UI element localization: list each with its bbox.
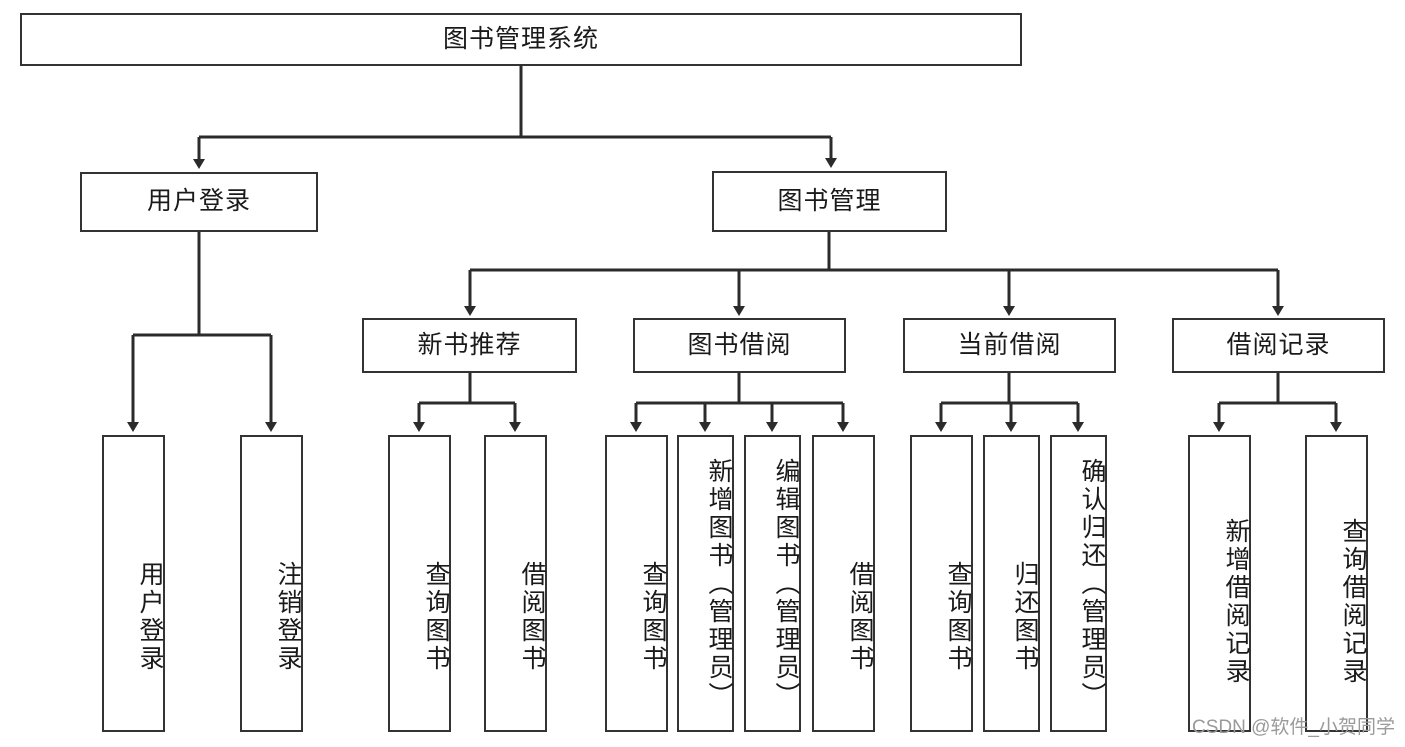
leaf-user-login-label: 用户登录 [136,560,164,673]
node-user-login-label: 用户登录 [146,187,251,216]
leaf-edit-book-admin-label: 编辑图书（管理员） [772,457,800,710]
leaf-borrow-book-recommend-label: 借阅图书 [518,560,546,673]
node-user-login[interactable]: 用户登录 [80,172,318,232]
node-book-borrow[interactable]: 图书借阅 [633,318,846,373]
leaf-add-book-admin-label: 新增图书（管理员） [705,457,733,710]
leaf-query-borrow-record[interactable]: 查询借阅记录 [1305,435,1368,732]
leaf-logout-label: 注销登录 [274,560,302,673]
node-root[interactable]: 图书管理系统 [20,13,1022,66]
leaf-add-borrow-record[interactable]: 新增借阅记录 [1188,435,1251,732]
leaf-confirm-return-admin-label: 确认归还（管理员） [1078,457,1106,710]
node-new-book-recommend-label: 新书推荐 [417,330,522,359]
leaf-user-login[interactable]: 用户登录 [102,435,165,732]
node-book-management-label: 图书管理 [777,186,882,215]
leaf-edit-book-admin[interactable]: 编辑图书（管理员） [744,435,801,732]
node-borrow-record-label: 借阅记录 [1226,330,1331,359]
node-root-label: 图书管理系统 [442,24,599,53]
leaf-return-book-label: 归还图书 [1011,560,1039,673]
csdn-watermark: CSDN @软件_小贺同学 [1192,717,1395,738]
leaf-query-book-recommend-label: 查询图书 [422,560,450,673]
leaf-query-book-recommend[interactable]: 查询图书 [388,435,451,732]
leaf-add-book-admin[interactable]: 新增图书（管理员） [677,435,734,732]
leaf-query-book-current[interactable]: 查询图书 [910,435,973,732]
leaf-borrow-book-recommend[interactable]: 借阅图书 [484,435,547,732]
node-book-management[interactable]: 图书管理 [712,171,947,232]
leaf-query-borrow-record-label: 查询借阅记录 [1339,517,1367,686]
leaf-query-book-borrow[interactable]: 查询图书 [605,435,668,732]
leaf-borrow-book[interactable]: 借阅图书 [812,435,875,732]
leaf-query-book-current-label: 查询图书 [944,560,972,673]
leaf-borrow-book-label: 借阅图书 [846,560,874,673]
leaf-add-borrow-record-label: 新增借阅记录 [1222,517,1250,686]
node-book-borrow-label: 图书借阅 [687,330,792,359]
node-borrow-record[interactable]: 借阅记录 [1172,318,1385,373]
leaf-return-book[interactable]: 归还图书 [983,435,1040,732]
node-new-book-recommend[interactable]: 新书推荐 [362,318,577,373]
leaf-logout[interactable]: 注销登录 [240,435,303,732]
leaf-confirm-return-admin[interactable]: 确认归还（管理员） [1050,435,1107,732]
leaf-query-book-borrow-label: 查询图书 [639,560,667,673]
node-current-borrow[interactable]: 当前借阅 [903,318,1116,373]
node-current-borrow-label: 当前借阅 [957,330,1062,359]
